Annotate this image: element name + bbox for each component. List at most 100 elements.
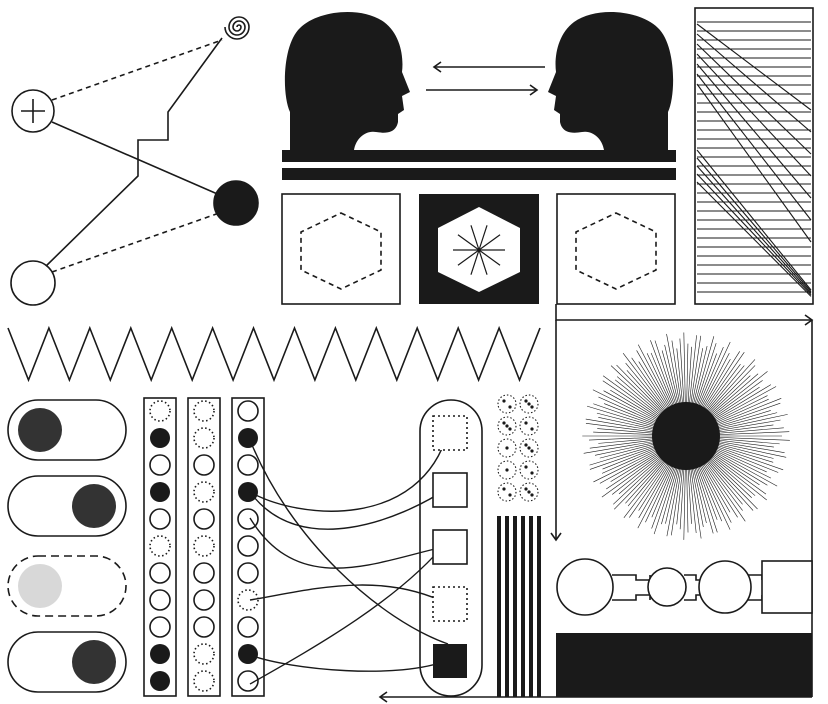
bead	[237, 670, 259, 692]
dice-face	[519, 416, 539, 436]
toggle-knob	[18, 408, 62, 452]
bead	[193, 616, 215, 638]
toggle-switch	[7, 631, 127, 693]
stripe	[529, 516, 533, 697]
stripe	[497, 516, 501, 697]
dice-pip	[508, 493, 512, 497]
toggle-switch	[7, 475, 127, 537]
bead	[193, 643, 215, 665]
dice-pip	[524, 421, 528, 425]
dice-face	[497, 482, 517, 502]
hatch-diagonal	[696, 173, 812, 296]
solid-block	[556, 633, 812, 697]
striped-panel	[694, 7, 814, 305]
bead	[149, 535, 171, 557]
dice-pip	[527, 446, 531, 450]
dice-pip	[502, 399, 506, 403]
dice-pip	[524, 399, 528, 403]
dice-face	[519, 460, 539, 480]
bead	[149, 562, 171, 584]
toggle-knob	[72, 640, 116, 684]
bead-column-frame	[143, 397, 177, 697]
hatch-diagonal	[696, 165, 812, 294]
dice-pip	[508, 427, 512, 431]
spiral-icon	[224, 16, 250, 40]
bead	[149, 454, 171, 476]
dice-pip	[524, 487, 528, 491]
hatch-diagonal	[696, 63, 812, 199]
asterisk-ray	[457, 249, 480, 266]
bead	[193, 508, 215, 530]
bead	[150, 428, 170, 448]
asterisk-ray	[470, 225, 480, 251]
bead	[150, 482, 170, 502]
asterisk-icon	[453, 225, 505, 275]
asterisk-ray	[470, 249, 480, 275]
dice-pip	[505, 424, 509, 428]
asterisk-ray	[478, 249, 501, 266]
dot-circle-grid	[497, 394, 539, 502]
arrow-left-icon	[432, 61, 545, 73]
hatch-diagonal	[696, 83, 812, 243]
bead	[193, 427, 215, 449]
bead	[237, 562, 259, 584]
toggle-knob	[72, 484, 116, 528]
hatch-diagonal	[696, 23, 812, 111]
dice-pip	[527, 490, 531, 494]
bead	[237, 454, 259, 476]
bead	[149, 589, 171, 611]
dice-pip	[524, 443, 528, 447]
bead	[193, 535, 215, 557]
asterisk-ray	[478, 225, 488, 251]
head-shelf-bar	[282, 168, 676, 180]
dice-pip	[530, 449, 534, 453]
capsule-square	[433, 644, 467, 678]
bead	[238, 428, 258, 448]
dice-pip	[527, 402, 531, 406]
stripe	[513, 516, 517, 697]
hatch-diagonal	[696, 149, 812, 291]
dice-pip	[530, 427, 534, 431]
capsule-square	[432, 415, 468, 451]
zigzag-line	[7, 325, 541, 383]
square-capsule	[419, 399, 483, 697]
bead	[238, 644, 258, 664]
dice-pip	[505, 468, 509, 472]
arrow-right-icon	[426, 84, 539, 96]
bead-column-frame	[187, 397, 221, 697]
hatch-diagonal	[696, 157, 812, 292]
dice-pip	[502, 421, 506, 425]
asterisk-ray	[457, 234, 480, 251]
dice-pip	[505, 446, 509, 450]
bead	[193, 589, 215, 611]
bead	[150, 644, 170, 664]
bead	[193, 400, 215, 422]
stripe	[521, 516, 525, 697]
connection-curves	[249, 431, 449, 685]
bead	[237, 400, 259, 422]
hollow-circle-icon	[10, 260, 56, 306]
capsule-square	[432, 529, 468, 565]
asterisk-ray	[478, 234, 501, 251]
bead	[149, 508, 171, 530]
hatch-diagonal	[696, 53, 812, 177]
toggle-switch-stack	[7, 399, 127, 693]
toggle-switch	[7, 399, 127, 461]
node-network	[10, 16, 259, 306]
sunburst-core	[652, 402, 720, 470]
capsule-square	[432, 586, 468, 622]
hexagon-panel-right	[556, 193, 676, 305]
dice-pip	[508, 405, 512, 409]
stripe	[537, 516, 541, 697]
bead	[149, 616, 171, 638]
bead	[149, 400, 171, 422]
bead	[237, 508, 259, 530]
dice-pip	[530, 493, 534, 497]
bead	[193, 481, 215, 503]
dice-face	[497, 394, 517, 414]
capsule-squares	[432, 415, 468, 678]
head-silhouette-left	[284, 11, 410, 150]
frame-arrow-right	[555, 304, 814, 326]
dice-pip	[530, 471, 534, 475]
